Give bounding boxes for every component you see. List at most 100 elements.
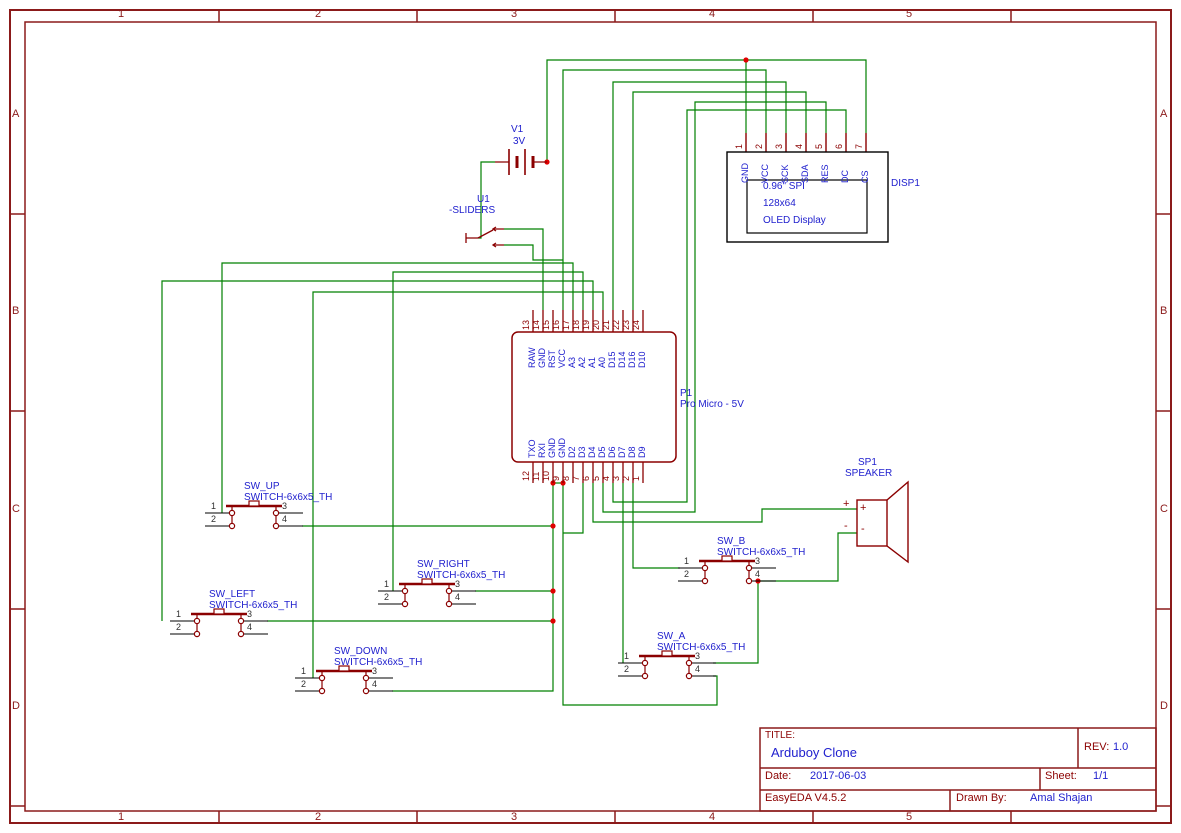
pro-micro-ref: P1 xyxy=(680,388,693,399)
wire-d8-swb xyxy=(632,483,680,569)
speaker-plus-sign-outer: + xyxy=(843,498,850,510)
pro-micro-bottom-pin-number: 5 xyxy=(591,475,601,481)
oled-display-symbol[interactable] xyxy=(726,133,889,243)
grid-col-label-top: 5 xyxy=(906,8,913,20)
battery-symbol[interactable] xyxy=(495,149,547,175)
pro-micro-bottom-pin-name: D8 xyxy=(627,446,637,458)
pro-micro-top-pin-name: D14 xyxy=(617,351,627,368)
rev-value: 1.0 xyxy=(1113,741,1129,753)
pro-micro-bottom-pin-number: 1 xyxy=(631,475,641,481)
grid-col-label-top: 2 xyxy=(315,8,322,20)
switch-pin-number: 2 xyxy=(384,592,390,602)
speaker-symbol[interactable] xyxy=(856,480,909,564)
switch-ref: SW_A xyxy=(657,631,686,642)
wires xyxy=(161,59,867,706)
pro-micro-bottom-pin-number: 7 xyxy=(571,475,581,481)
pro-micro-bottom-pin-number: 8 xyxy=(561,475,571,481)
display-pin-number: 6 xyxy=(834,143,844,149)
switch-pin-number: 4 xyxy=(372,679,378,689)
switch-pin-number: 1 xyxy=(384,579,390,589)
grid-col-label-bottom: 5 xyxy=(906,811,913,823)
display-ref: DISP1 xyxy=(891,178,920,189)
switch-part: SWITCH-6x6x5_TH xyxy=(244,492,333,503)
switch-sw-up[interactable] xyxy=(203,499,305,530)
speaker-minus-sign-inner: - xyxy=(861,523,865,535)
pro-micro-top-pin-name: A1 xyxy=(587,356,597,368)
pro-micro-bottom-pin-number: 12 xyxy=(521,470,531,481)
wire-res-d5 xyxy=(602,101,827,513)
switch-pin-number: 3 xyxy=(695,651,701,661)
switch-ref: SW_UP xyxy=(244,481,280,492)
switch-sw-down[interactable] xyxy=(293,664,395,695)
pro-micro-top-pin-number: 20 xyxy=(591,319,601,330)
switch-pin-number: 2 xyxy=(301,679,307,689)
switch-pin-number: 1 xyxy=(211,501,217,511)
tool-version: EasyEDA V4.5.2 xyxy=(765,792,847,804)
pro-micro-top-pin-name: D15 xyxy=(607,351,617,368)
switch-pin-number: 2 xyxy=(684,569,690,579)
switch-pin-number: 3 xyxy=(247,609,253,619)
pro-micro-top-pin-number: 23 xyxy=(621,319,631,330)
title-label: TITLE: xyxy=(765,730,796,741)
switch-pin-number: 2 xyxy=(211,514,217,524)
pro-micro-top-pin-name: A3 xyxy=(567,356,577,368)
date-label: Date: xyxy=(765,770,792,782)
switch-sw-left[interactable] xyxy=(168,607,270,638)
title-block-frame xyxy=(759,727,1157,812)
slider-value: -SLIDERS xyxy=(449,205,496,216)
wire-slider-gnd14 xyxy=(504,228,544,310)
pro-micro-bottom-pin-name: TXO xyxy=(527,439,537,458)
speaker-minus-sign-outer: - xyxy=(844,520,848,532)
display-pin-name: DC xyxy=(840,170,850,183)
pro-micro-top-pin-number: 14 xyxy=(531,319,541,330)
switch-sw-b[interactable] xyxy=(676,554,778,585)
switch-sw-a[interactable] xyxy=(616,649,718,680)
grid-col-label-bottom: 3 xyxy=(511,811,518,823)
pro-micro-bottom-pin-number: 2 xyxy=(621,475,631,481)
wire-gnd-cs xyxy=(546,59,867,162)
wire-vcc xyxy=(562,69,767,310)
wire-slider-vcc xyxy=(504,244,563,261)
pro-micro-bottom-pin-name: D4 xyxy=(587,446,597,458)
slider-switch-symbol[interactable] xyxy=(465,226,504,248)
drawn-by-value: Amal Shajan xyxy=(1030,792,1093,804)
rev-label: REV: xyxy=(1084,741,1110,753)
grid-col-label-top: 4 xyxy=(709,8,716,20)
grid-row-label-left: D xyxy=(12,700,20,712)
grid-row-label-left: B xyxy=(12,305,20,317)
pro-micro-top-pin-name: GND xyxy=(537,348,547,368)
wire-sck-d15 xyxy=(612,81,787,310)
wire-sda-d16 xyxy=(632,91,807,310)
pro-micro-bottom-pin-number: 9 xyxy=(551,475,561,481)
switch-part: SWITCH-6x6x5_TH xyxy=(334,657,423,668)
pro-micro-bottom-pin-number: 10 xyxy=(541,470,551,481)
pro-micro-top-pin-number: 24 xyxy=(631,319,641,330)
grid-col-label-bottom: 2 xyxy=(315,811,322,823)
wire-gnd-rail xyxy=(392,483,554,692)
pro-micro-top-pin-number: 18 xyxy=(571,319,581,330)
pro-micro-symbol[interactable] xyxy=(511,310,677,483)
display-description-line: OLED Display xyxy=(763,215,826,226)
grid-col-label-top: 1 xyxy=(118,8,125,20)
pro-micro-bottom-pin-number: 11 xyxy=(531,471,541,481)
switch-pin-number: 4 xyxy=(282,514,288,524)
grid-row-label-right: A xyxy=(1160,108,1168,120)
display-description-line: 128x64 xyxy=(763,198,796,209)
wire-swa4-rail xyxy=(562,483,718,706)
sheet-value: 1/1 xyxy=(1093,770,1109,782)
pro-micro-bottom-pin-name: D5 xyxy=(597,446,607,458)
switch-pin-number: 1 xyxy=(624,651,630,661)
schematic-title: Arduboy Clone xyxy=(771,745,857,760)
switch-pin-number: 1 xyxy=(684,556,690,566)
switch-ref: SW_RIGHT xyxy=(417,559,470,570)
grid-col-label-bottom: 4 xyxy=(709,811,716,823)
pro-micro-bottom-pin-name: RXI xyxy=(537,442,547,458)
pro-micro-top-pin-number: 15 xyxy=(541,319,551,330)
wire-swup-a3 xyxy=(221,262,574,513)
switch-part: SWITCH-6x6x5_TH xyxy=(717,547,806,558)
pro-micro-top-pin-number: 13 xyxy=(521,319,531,330)
switch-pin-number: 3 xyxy=(455,579,461,589)
display-pin-number: 5 xyxy=(814,143,824,149)
